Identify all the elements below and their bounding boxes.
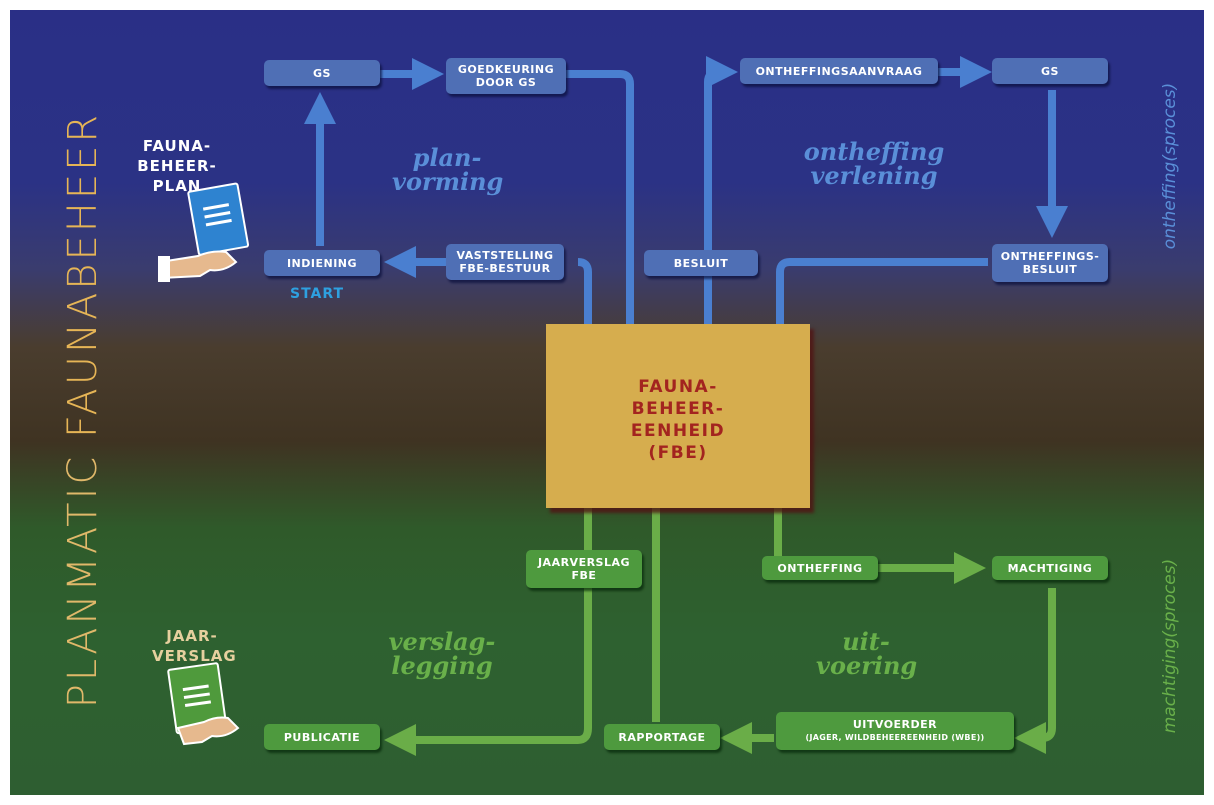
start-label: START — [290, 286, 345, 302]
main-title: PLANMATIC FAUNABEHEER — [60, 80, 106, 740]
phase-line: plan- — [412, 143, 482, 172]
box-text: RAPPORTAGE — [618, 730, 706, 744]
box-text: GOEDKEURING — [457, 63, 555, 76]
side-label-machtiging: machtiging(sproces) — [1160, 558, 1180, 734]
box-text: GS — [1041, 64, 1059, 78]
fbe-line: (FBE) — [648, 443, 708, 463]
phase-uitvoering: uit- voering — [816, 627, 918, 680]
arrow-fbe-to-vaststelling — [577, 258, 592, 476]
box-text: BESLUIT — [673, 256, 729, 270]
box-text: GS — [313, 66, 331, 80]
arrow-fbe-to-publicatie — [384, 486, 620, 756]
box-ontheffingsbesluit: ONTHEFFINGS- BESLUIT — [992, 244, 1108, 282]
box-text: MACHTIGING — [1007, 561, 1093, 575]
side-label-ontheffing: ontheffing(sproces) — [1160, 82, 1180, 250]
phase-line: verslag- — [388, 627, 496, 656]
fbe-label: FAUNA- BEHEER- EENHEID (FBE) — [546, 376, 810, 464]
box-rapportage: RAPPORTAGE — [604, 724, 720, 750]
box-ontheffing: ONTHEFFING — [762, 556, 878, 580]
label-jaarverslag: JAAR- VERSLAG — [152, 626, 237, 666]
hand-icon-plan — [158, 250, 238, 282]
box-text: JAARVERSLAG — [537, 556, 631, 569]
label-line: JAAR- — [166, 627, 218, 645]
arrow-rapportage-to-fbe — [624, 468, 660, 722]
plan-document-icon — [187, 182, 250, 256]
arrow-goedkeuring-to-fbe — [566, 70, 672, 366]
box-jaarverslag-fbe: JAARVERSLAG FBE — [526, 550, 642, 588]
box-uitvoerder: UITVOERDER (JAGER, WILDBEHEEREENHEID (WB… — [776, 712, 1014, 750]
fbe-line: EENHEID — [630, 421, 726, 441]
phase-line: vorming — [392, 167, 504, 196]
label-line: VERSLAG — [152, 647, 237, 665]
fbe-line: FAUNA- — [638, 377, 718, 397]
phase-line: verlening — [810, 161, 938, 190]
box-ontheffingsaanvraag: ONTHEFFINGSAANVRAAG — [740, 58, 938, 84]
box-text: DOOR GS — [475, 76, 537, 89]
arrow-fbe-to-aanvraag — [676, 56, 738, 354]
label-line: PLAN — [152, 177, 202, 195]
box-text: BESLUIT — [1022, 263, 1078, 276]
phase-ontheffing-verlening: ontheffing verlening — [794, 140, 954, 188]
phase-planvorming: plan- vorming — [392, 143, 504, 196]
label-line: FAUNA- — [142, 137, 212, 155]
box-text: FBE — [571, 569, 597, 582]
box-text: INDIENING — [286, 256, 358, 270]
box-machtiging: MACHTIGING — [992, 556, 1108, 580]
label-line: BEHEER- — [137, 157, 217, 175]
arrow-machtiging-to-uitvoerder — [1014, 588, 1056, 754]
phase-line: ontheffing — [803, 137, 945, 166]
box-text: UITVOERDER — [852, 718, 938, 731]
box-vaststelling: VASTSTELLING FBE-BESTUUR — [446, 244, 564, 280]
box-text: ONTHEFFINGSAANVRAAG — [755, 64, 923, 78]
arrow-ontheffingsbesluit-to-fbe — [764, 258, 988, 398]
box-publicatie: PUBLICATIE — [264, 724, 380, 750]
box-gs-left: GS — [264, 60, 380, 86]
title-part-1: PLANMATIC — [60, 453, 106, 709]
box-indiening: INDIENING — [264, 250, 380, 276]
phase-line: voering — [816, 651, 918, 680]
phase-line: uit- — [842, 627, 890, 656]
box-text: FBE-BESTUUR — [459, 262, 551, 275]
hand-icon-report — [176, 716, 240, 746]
box-text: PUBLICATIE — [283, 730, 361, 744]
phase-verslaglegging: verslag- legging — [382, 630, 502, 678]
phase-line: legging — [391, 651, 493, 680]
box-besluit: BESLUIT — [644, 250, 758, 276]
box-text: ONTHEFFINGS- — [1000, 250, 1100, 263]
box-gs-right: GS — [992, 58, 1108, 84]
fbe-box — [546, 324, 810, 508]
box-text: VASTSTELLING — [456, 249, 554, 262]
title-part-2: FAUNABEHEER — [60, 111, 106, 438]
box-subtext: (JAGER, WILDBEHEEREENHEID (WBE)) — [805, 733, 985, 742]
fbe-line: BEHEER- — [631, 399, 725, 419]
box-text: ONTHEFFING — [777, 561, 863, 575]
label-faunabeheerplan: FAUNA- BEHEER- PLAN — [136, 136, 218, 196]
box-goedkeuring-door-gs: GOEDKEURING DOOR GS — [446, 58, 566, 94]
